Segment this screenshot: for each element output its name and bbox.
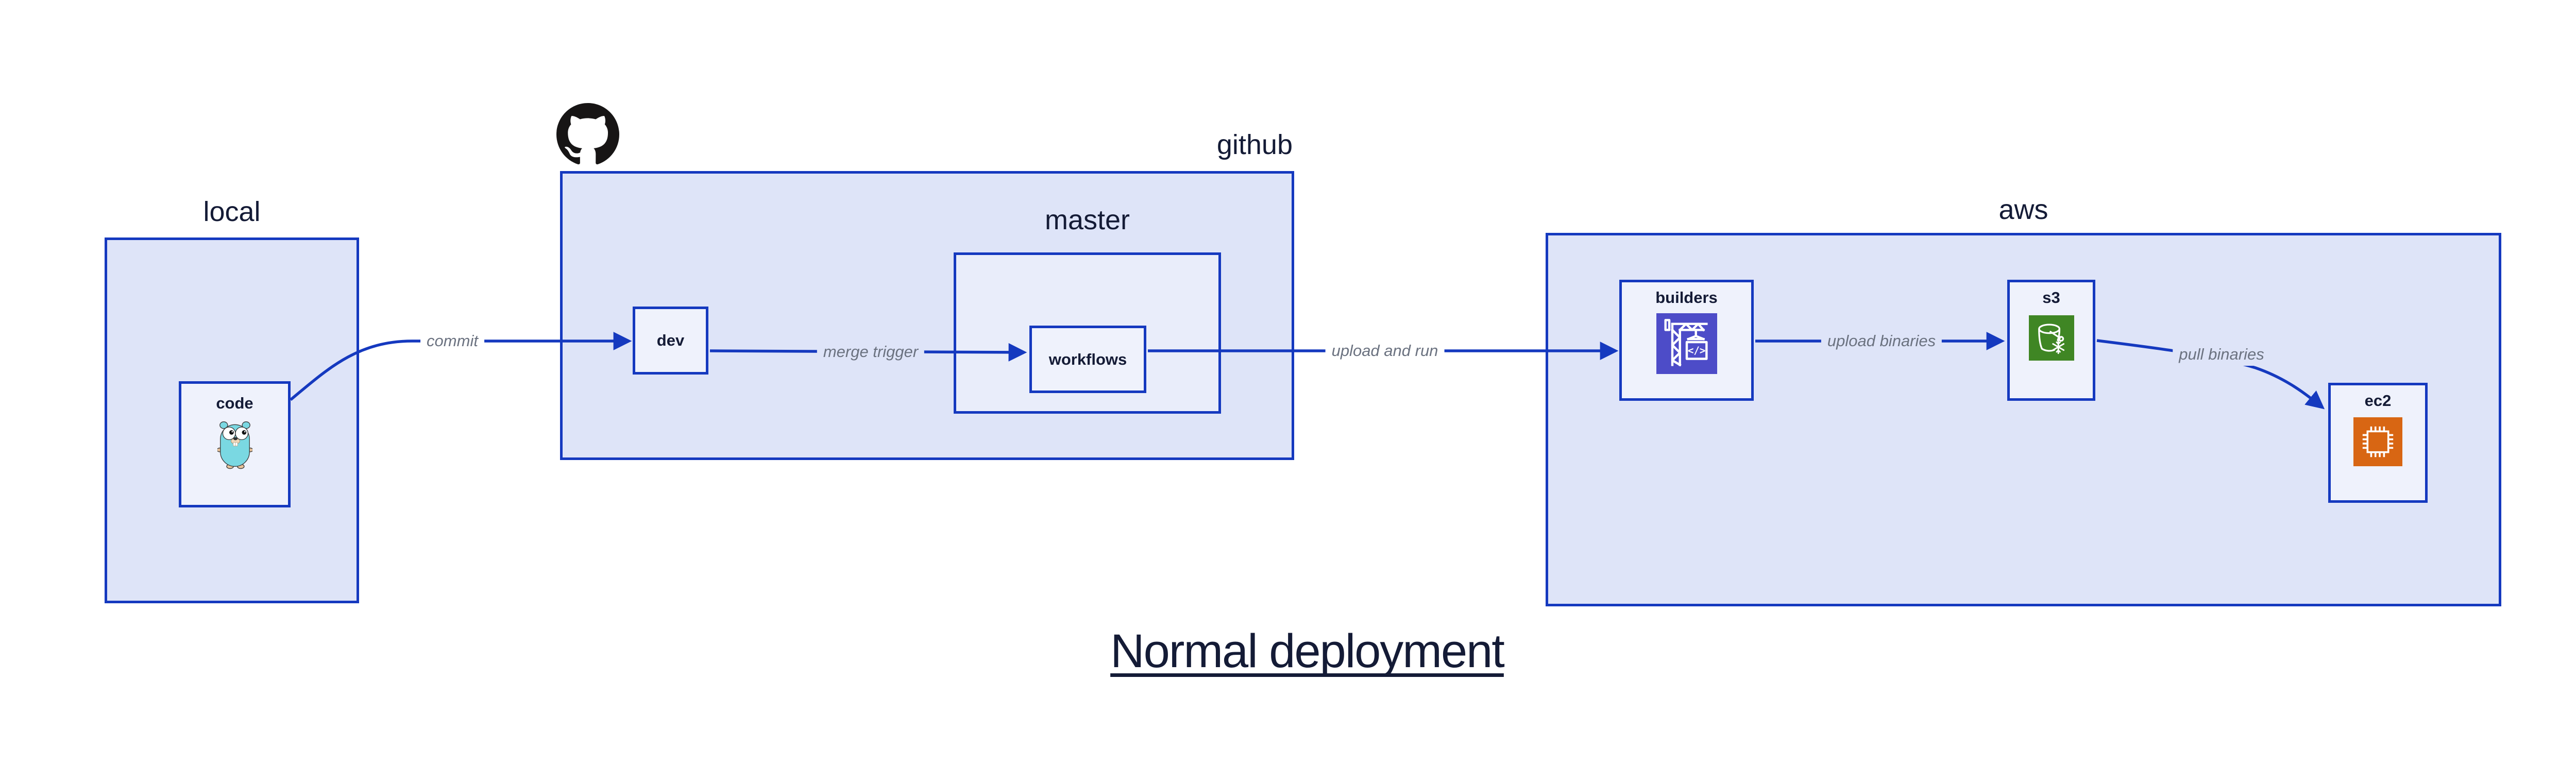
edge-upload-and-run-label: upload and run (1325, 339, 1445, 362)
edge-commit-label: commit (420, 330, 484, 352)
node-dev-label: dev (656, 331, 685, 349)
edge-upload-binaries-label: upload binaries (1821, 330, 1942, 352)
node-ec2: ec2 (2328, 383, 2428, 503)
aws-codebuild-crane-icon: </> (1656, 313, 1717, 374)
edge-pull-binaries-label: pull binaries (2173, 343, 2270, 366)
node-code: code (179, 381, 291, 507)
edge-merge-trigger-label: merge trigger (817, 341, 925, 363)
aws-group-label: aws (1998, 194, 2048, 225)
node-dev: dev (633, 307, 708, 375)
svg-text:</>: </> (1687, 345, 1705, 356)
github-octocat-icon (556, 103, 619, 166)
master-group-label: master (1044, 205, 1130, 235)
local-group-label: local (203, 196, 261, 227)
node-ec2-label: ec2 (2364, 392, 2392, 410)
node-builders: builders </> (1619, 280, 1754, 401)
aws-s3-bucket-icon (2028, 315, 2074, 361)
diagram-title-text: Normal deployment (1110, 625, 1505, 677)
diagram-title: Normal deployment (998, 624, 1616, 678)
node-workflows: workflows (1029, 326, 1146, 393)
node-workflows-label: workflows (1048, 350, 1127, 368)
node-s3-label: s3 (2042, 288, 2060, 307)
aws-ec2-chip-icon (2353, 417, 2402, 466)
node-s3: s3 (2007, 280, 2095, 401)
go-gopher-icon (217, 419, 252, 469)
github-group-label: github (1216, 129, 1293, 160)
node-code-label: code (216, 394, 253, 412)
node-builders-label: builders (1655, 288, 1718, 307)
